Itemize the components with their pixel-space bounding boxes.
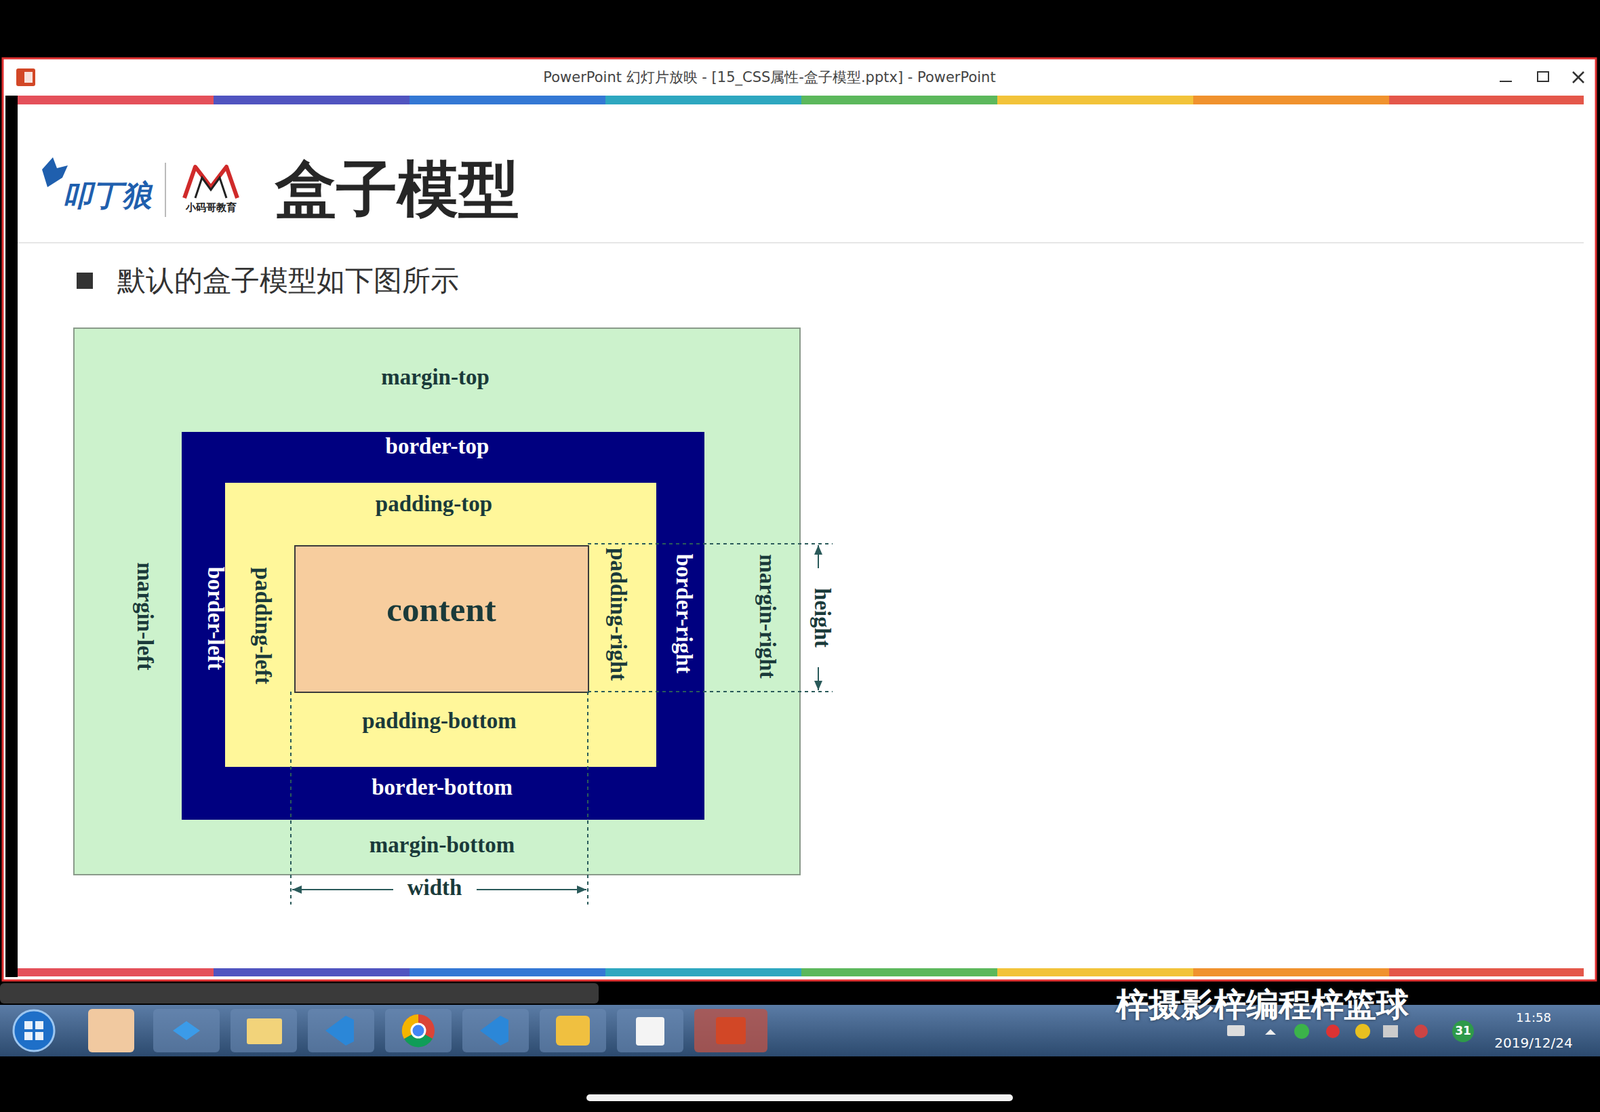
border-label: border-top — [385, 433, 490, 460]
padding-label: padding-top — [375, 491, 493, 518]
slide-title: 盒子模型 — [275, 153, 520, 225]
margin-label: margin-left — [131, 562, 158, 670]
clock-date: 2019/12/24 — [1494, 1035, 1573, 1051]
margin-box: margin-top margin-left margin-right margin-… — [73, 327, 801, 876]
logo-text: 叩丁狼 — [62, 178, 152, 213]
dimension-label: height — [808, 587, 835, 648]
content-label: content — [386, 589, 496, 630]
padding-label: padding-bottom — [362, 708, 516, 735]
dimension-label: width — [407, 875, 463, 902]
watermark: 梓摄影梓编程梓篮球 — [1115, 985, 1409, 1024]
border-label: border-right — [670, 553, 697, 674]
logo-subtext: 小码哥教育 — [185, 202, 237, 214]
window-title: PowerPoint 幻灯片放映 - [15_CSS属性-盒子模型.pptx] … — [543, 69, 996, 86]
margin-label: margin-top — [381, 364, 490, 391]
tray-badge: 31 — [1454, 1024, 1472, 1038]
clock-time: 11:58 — [1515, 1010, 1552, 1026]
bullet-text: 默认的盒子模型如下图所示 — [117, 264, 459, 297]
content-box: content — [294, 545, 590, 693]
border-label: border-left — [202, 566, 228, 671]
padding-label: padding-left — [249, 567, 276, 685]
padding-box: padding-top padding-left padding-right padd… — [225, 482, 657, 767]
padding-label: padding-right — [604, 547, 631, 681]
border-label: border-bottom — [371, 774, 513, 801]
margin-label: margin-right — [753, 553, 780, 678]
border-box: border-top border-left border-right border-… — [181, 431, 705, 820]
margin-label: margin-bottom — [369, 832, 515, 859]
